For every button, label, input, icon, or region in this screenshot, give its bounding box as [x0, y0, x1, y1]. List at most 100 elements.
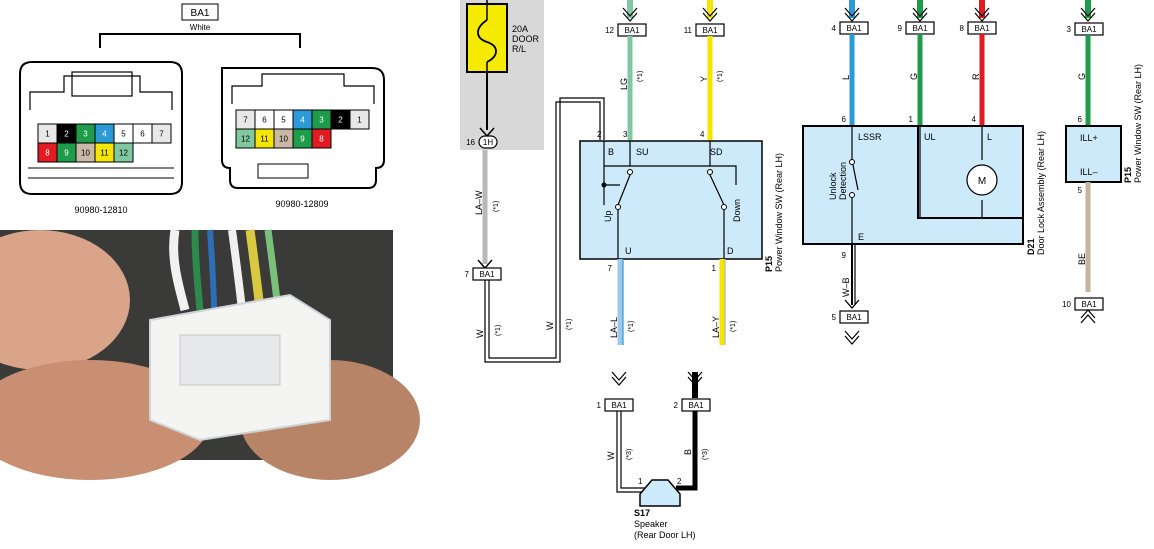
- left-pin-num-11: 11: [100, 149, 109, 158]
- ba1-11-arrow: [702, 7, 718, 22]
- motor-leads: [919, 126, 983, 218]
- left-pin-num-2: 2: [64, 130, 69, 139]
- right-part-number: 90980-12809: [275, 199, 328, 209]
- ba1-pin10-conn: BA1: [1081, 300, 1097, 309]
- switch-term-b: B: [608, 147, 614, 157]
- ba1-pin4-conn: BA1: [846, 24, 862, 33]
- fuse-name-2: R/L: [512, 44, 526, 54]
- right-pin-cell-1: [349, 109, 370, 130]
- ba1-5-arrow: [844, 299, 860, 309]
- left-pin-num-3: 3: [83, 130, 88, 139]
- ba1-pin10-box: [1074, 297, 1104, 311]
- finger-top: [0, 230, 130, 370]
- left-part-number: 90980-12810: [74, 205, 127, 215]
- photo-wire-white: [169, 229, 190, 312]
- conn-1h: [478, 135, 498, 149]
- wire-spk-w-label: W: [606, 451, 616, 460]
- left-pin-num-8: 8: [45, 149, 50, 158]
- wire-w-loop-inner: [488, 101, 601, 359]
- fuse-rating: 20A: [512, 24, 528, 34]
- door-lock-motor-section: [917, 125, 1024, 219]
- right-pin-num-3: 3: [319, 116, 324, 125]
- wire-r-pin-in: 4: [972, 115, 977, 124]
- right-pin-num-7: 7: [243, 116, 248, 125]
- left-pin-cell-7: [151, 123, 172, 144]
- right-pin-num-10: 10: [279, 135, 288, 144]
- ill-term-plus: ILL+: [1080, 133, 1098, 143]
- wire-spk-b: [676, 411, 698, 491]
- wire-y-label: Y: [699, 76, 709, 82]
- ba1-9-arrow: [912, 7, 928, 22]
- conn-1h-pin: 16: [466, 138, 475, 147]
- legend-title-box: [181, 3, 219, 21]
- wire-w-b-label: W–B: [841, 277, 851, 297]
- wire-la-y-pin: 1: [712, 264, 717, 273]
- right-pin-num-5: 5: [281, 116, 286, 125]
- switch-up-label: Up: [603, 210, 613, 222]
- switch-node-3: [707, 169, 713, 175]
- photo-wire-green: [191, 229, 204, 311]
- switch-pin-sd: 4: [700, 130, 705, 139]
- ba1-10-arrow: [1080, 309, 1096, 324]
- wire-la-w-note: (*1): [493, 201, 500, 212]
- left-pin-cell-12: [113, 142, 134, 163]
- ba1-pin1-box: [604, 398, 634, 412]
- switch-node-1: [601, 182, 607, 188]
- left-pin-num-9: 9: [64, 149, 69, 158]
- switch-term-u: U: [625, 246, 632, 256]
- photo-connector-latch: [179, 334, 281, 386]
- ba1-8-arrow: [974, 7, 990, 22]
- ba1-2-arrow: [687, 371, 703, 386]
- left-pin-num-10: 10: [81, 149, 90, 158]
- wire-w-loop-outer: [484, 97, 605, 363]
- ba1-5-arrow-out: [844, 330, 860, 345]
- wire-spk-w: [616, 411, 646, 493]
- ba1-pin4-num: 4: [832, 24, 837, 33]
- switch-internal-2: [604, 165, 737, 206]
- switch-node-5: [721, 204, 727, 210]
- left-pin-num-12: 12: [119, 149, 128, 158]
- speaker-symbol: [639, 479, 681, 507]
- fuse-name-1: DOOR: [512, 34, 540, 44]
- ill-box: [1065, 125, 1122, 183]
- ba1-pin5-conn: BA1: [846, 313, 862, 322]
- ba1-pin2-num: 2: [674, 401, 679, 410]
- door-lock-code: D21: [1026, 238, 1036, 255]
- wire-be-label: BE: [1077, 253, 1087, 265]
- switch-node-2: [627, 169, 633, 175]
- wire-la-w: LA–W (*1) BA1 7 W (*1) W (*1): [465, 97, 605, 363]
- right-housing-tab: [257, 163, 309, 179]
- door-lock-term-ul: UL: [924, 132, 936, 142]
- left-pin-num-4: 4: [102, 130, 107, 139]
- speaker-pin2: 2: [677, 477, 682, 486]
- ba1-pin9-conn: BA1: [912, 24, 928, 33]
- wire-lg-label: LG: [619, 78, 629, 90]
- fuse-block: 20A DOOR R/L 1H 16: [460, 0, 544, 150]
- ba1-pin12-num: 12: [605, 26, 614, 35]
- wire-y-note: (*1): [717, 71, 724, 82]
- ba1-3-arrow: [1080, 7, 1096, 22]
- right-pin-num-6: 6: [262, 116, 267, 125]
- door-lock-term-lssr: LSSR: [858, 132, 882, 142]
- switch-code: P15: [764, 256, 774, 272]
- ill-term-minus: ILL–: [1080, 167, 1098, 177]
- power-window-switch: BA1 12 LG (*1) BA1 11 Y (*1) 2 3 4 B SU …: [579, 0, 784, 345]
- wire-g-label: G: [909, 73, 919, 80]
- switch-p15-box: [579, 140, 763, 260]
- photo-wire-blue: [207, 229, 217, 311]
- switch-internal-1: [603, 141, 711, 205]
- wire-r-label: R: [971, 73, 981, 80]
- ba1-pin8-num: 8: [960, 24, 965, 33]
- wire-be-pin: 5: [1078, 186, 1083, 195]
- left-pin-num-5: 5: [121, 130, 126, 139]
- left-pin-num-1: 1: [45, 130, 50, 139]
- switch-node-4: [615, 204, 621, 210]
- ba1-pin7-box: [472, 267, 502, 281]
- speaker-location: (Rear Door LH): [634, 530, 696, 540]
- ba1-pin11-num: 11: [684, 26, 693, 35]
- switch-term-sd: SD: [710, 147, 723, 157]
